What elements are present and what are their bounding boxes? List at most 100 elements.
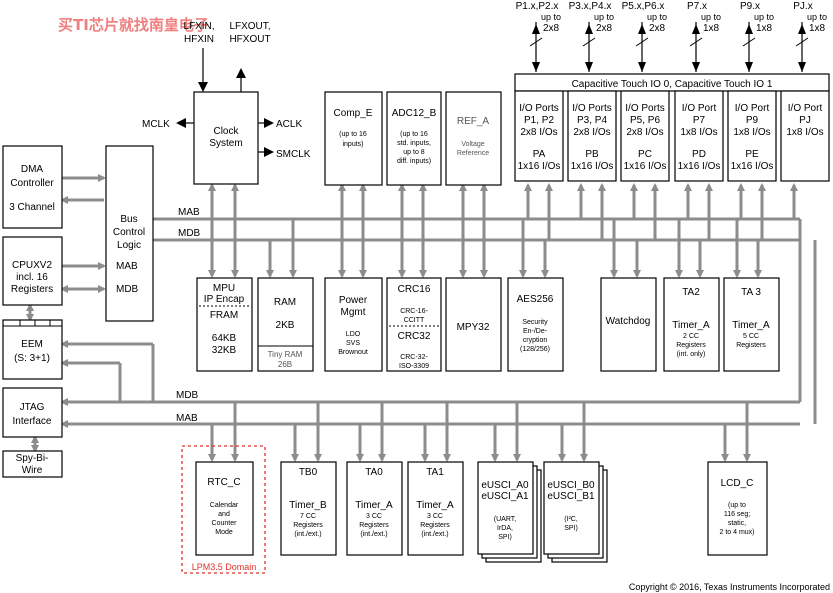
svg-text:Spy-Bi-: Spy-Bi- (16, 453, 49, 464)
svg-text:eUSCI_A0: eUSCI_A0 (481, 480, 529, 491)
bus-label-mdb-lower: MDB (176, 390, 199, 401)
port-label: I/O Ports (572, 103, 611, 114)
svg-text:2KB: 2KB (276, 320, 295, 331)
port-upto-label: up to (594, 12, 614, 22)
svg-text:(128/256): (128/256) (520, 346, 550, 353)
port-label: PE (745, 149, 759, 160)
svg-text:26B: 26B (278, 360, 292, 369)
svg-text:Timer_A: Timer_A (732, 320, 770, 331)
adc12-block: ADC12_B (up to 16 std. inputs, up to 8 d… (386, 91, 442, 186)
port-label: I/O Ports (519, 103, 558, 114)
svg-text:inputs): inputs) (342, 141, 363, 148)
ta0-block: TA0 Timer_A 3 CC Registers (int./ext.) (346, 461, 403, 556)
svg-text:Brownout: Brownout (338, 349, 368, 356)
dma-block: DMA Controller 3 Channel (2, 145, 63, 229)
svg-text:Tiny RAM: Tiny RAM (268, 350, 303, 359)
lpm35-domain: LPM3.5 Domain (181, 445, 266, 574)
svg-text:Mgmt: Mgmt (341, 307, 366, 318)
port-label: PJ (799, 115, 811, 126)
svg-text:CRC-16-: CRC-16- (400, 308, 428, 315)
ram-block: RAM 2KB Tiny RAM 26B (257, 277, 314, 372)
port-label: 2x8 I/Os (573, 127, 610, 138)
svg-text:CCITT: CCITT (404, 317, 425, 324)
port-upto-label: up to (647, 12, 667, 22)
svg-text:SMCLK: SMCLK (276, 149, 311, 160)
bus-label-mab-lower: MAB (176, 413, 198, 424)
port-label: PB (585, 149, 599, 160)
watchdog-block: Watchdog (600, 277, 657, 372)
port-arrow-down (798, 62, 806, 72)
svg-text:and: and (218, 511, 230, 518)
svg-text:MDB: MDB (116, 284, 139, 295)
svg-text:HFXOUT: HFXOUT (229, 34, 270, 45)
svg-text:(up to 16: (up to 16 (400, 131, 428, 138)
svg-text:MPY32: MPY32 (457, 322, 490, 333)
port-count-label: 2x8 (543, 23, 560, 34)
top-row-connectors (208, 183, 798, 240)
port-bus-slash (635, 37, 649, 47)
port-label: 1x16 I/Os (624, 161, 667, 172)
port-label: PC (638, 149, 652, 160)
port-pins-label: P7.x (687, 1, 707, 12)
port-arrow-down (638, 62, 646, 72)
rtc-c-block: RTC_C Calendar and Counter Mode (195, 461, 254, 556)
svg-text:Registers: Registers (293, 522, 323, 529)
port-bus-slash (582, 37, 596, 47)
svg-text:ACLK: ACLK (276, 119, 302, 130)
svg-text:Power: Power (339, 295, 368, 306)
svg-text:(S: 3+1): (S: 3+1) (14, 353, 50, 364)
svg-text:HFXIN: HFXIN (184, 34, 214, 45)
svg-text:TA 3: TA 3 (741, 287, 761, 298)
svg-text:(up to: (up to (728, 502, 746, 509)
port-label: 2x8 I/Os (626, 127, 663, 138)
svg-text:FRAM: FRAM (210, 310, 238, 321)
port-label: P9 (746, 115, 759, 126)
port-label: 1x8 I/Os (733, 127, 770, 138)
port-upto-label: up to (541, 12, 561, 22)
svg-text:eUSCI_A1: eUSCI_A1 (481, 491, 529, 502)
svg-text:diff. inputs): diff. inputs) (397, 158, 431, 165)
port-label: P3, P4 (577, 115, 607, 126)
svg-text:3 CC: 3 CC (366, 513, 382, 520)
svg-text:116 seg;: 116 seg; (724, 511, 750, 518)
port-bus-slash (742, 37, 756, 47)
svg-text:(int. only): (int. only) (677, 351, 706, 358)
svg-text:incl. 16: incl. 16 (16, 272, 48, 283)
svg-text:Security: Security (522, 319, 548, 326)
svg-text:MAB: MAB (116, 261, 138, 272)
svg-text:Timer_A: Timer_A (672, 320, 710, 331)
svg-text:SPI): SPI) (564, 525, 578, 532)
svg-text:static,: static, (728, 520, 746, 527)
svg-text:2 to 4 mux): 2 to 4 mux) (719, 529, 754, 536)
svg-text:Registers: Registers (736, 342, 766, 349)
port-arrow-up (745, 24, 753, 34)
svg-text:LFXIN,: LFXIN, (183, 21, 214, 32)
svg-text:Interface: Interface (13, 416, 52, 427)
svg-text:eUSCI_B1: eUSCI_B1 (547, 491, 595, 502)
svg-text:(I²C,: (I²C, (564, 516, 578, 523)
port-count-label: 1x8 (809, 23, 826, 34)
port-label: P5, P6 (630, 115, 660, 126)
svg-text:Control: Control (113, 227, 145, 238)
svg-text:7 CC: 7 CC (300, 513, 316, 520)
port-arrow-up (585, 24, 593, 34)
comp-e-block: Comp_E (up to 16 inputs) (324, 91, 383, 186)
port-bus-slash (795, 37, 809, 47)
port-label: 1x8 I/Os (680, 127, 717, 138)
port-count-label: 1x8 (703, 23, 720, 34)
svg-text:cryption: cryption (523, 337, 548, 344)
svg-text:Controller: Controller (10, 178, 54, 189)
port-label: P1, P2 (524, 115, 554, 126)
svg-text:LDO: LDO (346, 331, 361, 338)
svg-text:MCLK: MCLK (142, 119, 170, 130)
port-pins-label: P9.x (740, 1, 760, 12)
svg-text:64KB: 64KB (212, 333, 237, 344)
svg-text:DMA: DMA (21, 164, 44, 175)
svg-text:Voltage: Voltage (461, 141, 484, 148)
clock-system-block: Clock System MCLK ACLK SMCLK (142, 91, 311, 185)
svg-text:std. inputs,: std. inputs, (397, 140, 431, 147)
port-label: PA (533, 149, 546, 160)
bus-label-mab-upper: MAB (178, 207, 200, 218)
port-arrow-up (532, 24, 540, 34)
